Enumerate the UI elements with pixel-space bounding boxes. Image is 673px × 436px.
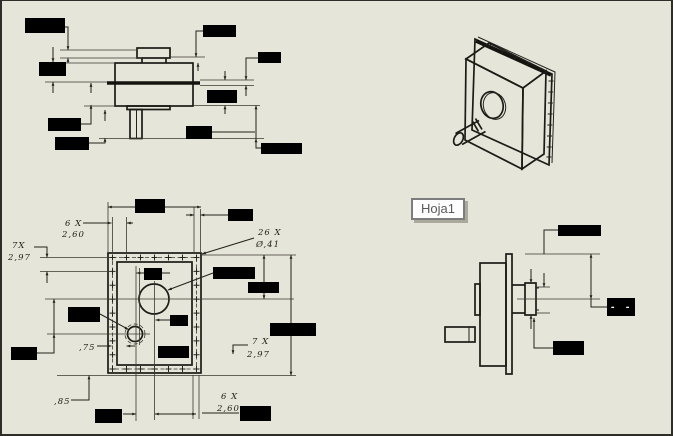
front-view: 6 X 2,60 7X 2,97 26 X Ø,41 ,75 7 X 2,97 … [7, 199, 316, 423]
dim-left-bolt-pitch: 2,97 [7, 253, 31, 263]
redacted-dimension [48, 118, 81, 131]
redacted-dimension [258, 52, 281, 63]
redacted-dimension [55, 137, 89, 150]
sheet-tab-text: Hoja1 [421, 201, 455, 216]
masked-dimension-value: - - [610, 303, 632, 313]
dim-offset-75: ,75 [79, 343, 96, 353]
redacted-dimension [270, 323, 316, 336]
top-view-redacted-dimensions [25, 18, 302, 154]
side-view: - - [444, 225, 635, 375]
dim-top-bolt-pitch: 2,60 [61, 230, 85, 240]
dim-bottom-bolt-pitch: 2,60 [216, 404, 240, 414]
dim-right-bolt-count: 7 X [252, 337, 269, 347]
iso-pipe [452, 118, 486, 147]
redacted-dimension [25, 18, 65, 33]
dim-bottom-bolt-count: 6 X [221, 392, 238, 402]
redacted-dimension [261, 143, 302, 154]
top-section-view [25, 18, 302, 154]
iso-bolt-ticks [487, 43, 554, 158]
dim-offset-85: ,85 [54, 397, 71, 407]
redacted-dimension [240, 406, 271, 421]
redacted-dimension [39, 62, 66, 76]
top-view-part-outline [107, 47, 200, 140]
side-view-dimension-lines [517, 229, 607, 349]
sheet-tab-label[interactable]: Hoja1 [411, 198, 465, 220]
redacted-dimension [213, 267, 255, 279]
dim-right-bolt-pitch: 2,97 [246, 350, 270, 360]
side-view-redacted-dimensions [553, 225, 635, 355]
side-view-part-outline [444, 253, 539, 375]
top-view-dimension-lines [45, 26, 264, 149]
front-view-redacted-dimensions [11, 199, 316, 423]
dim-holes-diameter: Ø,41 [255, 239, 280, 250]
dim-left-bolt-count: 7X [12, 241, 25, 251]
redacted-dimension [203, 25, 236, 37]
redacted-dimension [135, 199, 165, 213]
redacted-dimension [228, 209, 253, 221]
dim-top-bolt-count: 6 X [65, 219, 82, 229]
redacted-dimension [207, 90, 237, 103]
redacted-dimension [170, 315, 188, 326]
redacted-dimension [144, 268, 162, 280]
redacted-dimension [248, 282, 279, 293]
dim-holes-count: 26 X [257, 228, 282, 238]
redacted-dimension [68, 307, 100, 322]
redacted-dimension [11, 347, 37, 360]
front-view-dimension-text: 6 X 2,60 7X 2,97 26 X Ø,41 ,75 7 X 2,97 … [7, 219, 282, 414]
redacted-dimension [95, 409, 122, 423]
redacted-dimension [186, 126, 212, 139]
redacted-dimension [558, 225, 601, 236]
redacted-dimension [607, 298, 635, 316]
redacted-dimension [553, 341, 584, 355]
front-view-dimension-lines [34, 202, 296, 421]
redacted-dimension [158, 346, 189, 358]
isometric-view [452, 36, 556, 171]
